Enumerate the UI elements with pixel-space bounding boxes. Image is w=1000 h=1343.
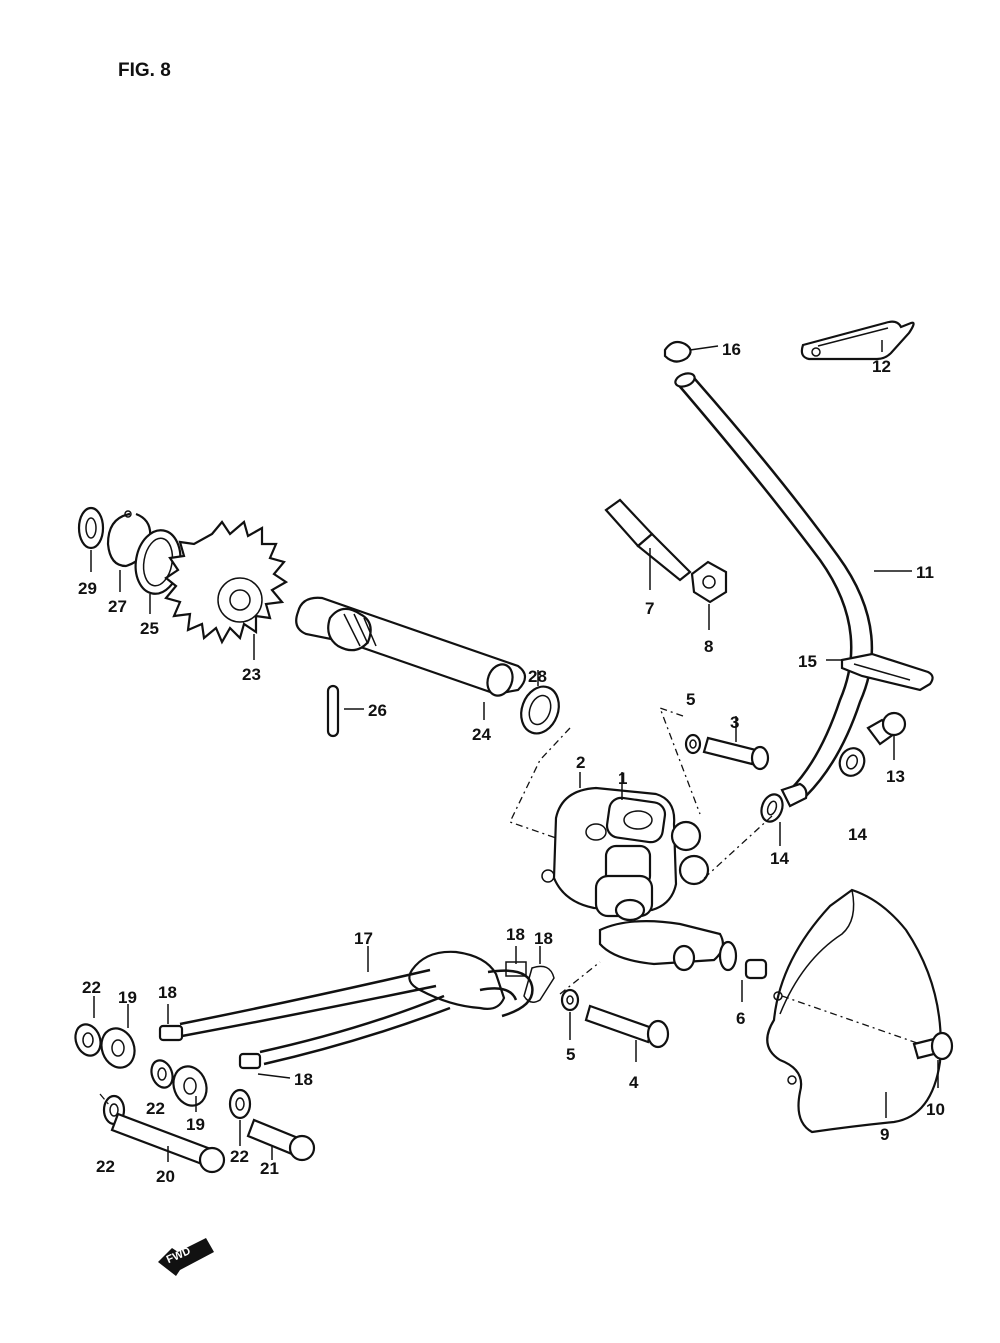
callout-26: 26 xyxy=(368,701,387,720)
callout-14b: 14 xyxy=(848,825,867,844)
callout-18c: 18 xyxy=(158,983,177,1002)
callout-22b: 22 xyxy=(146,1099,165,1118)
part-28-seal xyxy=(520,670,560,735)
part-11-oil-hose xyxy=(674,372,912,797)
part-5-washer-upper xyxy=(684,733,702,755)
callout-24: 24 xyxy=(472,725,491,744)
callout-22d: 22 xyxy=(230,1147,249,1166)
callout-17: 17 xyxy=(354,929,373,948)
callout-27: 27 xyxy=(108,597,127,616)
part-12-clamp-plate xyxy=(800,320,915,361)
part-8-nut xyxy=(690,560,728,630)
callout-29: 29 xyxy=(78,579,97,598)
part-7-adjust-bolt xyxy=(604,498,692,590)
part-16-clip xyxy=(663,340,719,363)
callout-15: 15 xyxy=(798,652,817,671)
callout-18a: 18 xyxy=(506,925,525,944)
callout-labels: 1 2 3 4 5 5 6 7 8 9 10 11 12 13 14 14 15… xyxy=(78,340,945,1186)
part-22-washers xyxy=(74,996,252,1146)
part-20-banjo-bolt xyxy=(110,1112,226,1174)
part-6-plug xyxy=(741,958,768,1002)
callout-9: 9 xyxy=(880,1125,889,1144)
callout-5a: 5 xyxy=(686,690,695,709)
callout-5b: 5 xyxy=(566,1045,575,1064)
part-5-washer-lower xyxy=(560,988,580,1040)
callout-7: 7 xyxy=(645,599,654,618)
callout-12: 12 xyxy=(872,357,891,376)
forward-direction-mark: FWD xyxy=(158,1238,214,1276)
part-3-screw xyxy=(702,716,770,771)
part-18-pipe-fittings xyxy=(158,1004,291,1079)
part-10-cover-screw xyxy=(912,1031,954,1088)
callout-20: 20 xyxy=(156,1167,175,1186)
callout-13: 13 xyxy=(886,767,905,786)
callout-3: 3 xyxy=(730,713,739,732)
part-9-pump-cover xyxy=(766,888,942,1134)
part-15-hose-clamp xyxy=(826,652,934,692)
callout-1: 1 xyxy=(618,769,627,788)
callout-21: 21 xyxy=(260,1159,279,1178)
callout-28: 28 xyxy=(528,667,547,686)
part-2-oil-pump-body xyxy=(541,772,738,972)
callout-16: 16 xyxy=(722,340,741,359)
part-17-oil-pipe xyxy=(179,946,555,1066)
callout-4: 4 xyxy=(629,1073,639,1092)
callout-25: 25 xyxy=(140,619,159,638)
part-24-oil-pump-drive-shaft xyxy=(295,596,527,720)
part-26-pin xyxy=(326,684,364,738)
callout-8: 8 xyxy=(704,637,713,656)
figure-title: FIG. 8 xyxy=(118,60,171,81)
assembly-reference-lines xyxy=(99,706,921,1107)
part-29-washer xyxy=(77,506,105,572)
part-19-banjo-union xyxy=(100,1004,208,1112)
callout-19b: 19 xyxy=(186,1115,205,1134)
callout-18b: 18 xyxy=(534,929,553,948)
callout-18d: 18 xyxy=(294,1070,313,1089)
callout-2: 2 xyxy=(576,753,585,772)
part-23-oil-pump-drive-gear xyxy=(164,520,289,660)
part-27-circlip xyxy=(106,510,152,592)
part-14-washer xyxy=(760,747,866,846)
part-4-screw xyxy=(584,1004,670,1062)
callout-10: 10 xyxy=(926,1100,945,1119)
part-13-banjo-bolt xyxy=(866,711,907,760)
callout-22a: 22 xyxy=(82,978,101,997)
callout-11: 11 xyxy=(916,563,934,582)
callout-19a: 19 xyxy=(118,988,137,1007)
callout-14a: 14 xyxy=(770,849,789,868)
callout-22c: 22 xyxy=(96,1157,115,1176)
callout-6: 6 xyxy=(736,1009,745,1028)
part-21-banjo-bolt xyxy=(246,1118,316,1162)
callout-23: 23 xyxy=(242,665,261,684)
